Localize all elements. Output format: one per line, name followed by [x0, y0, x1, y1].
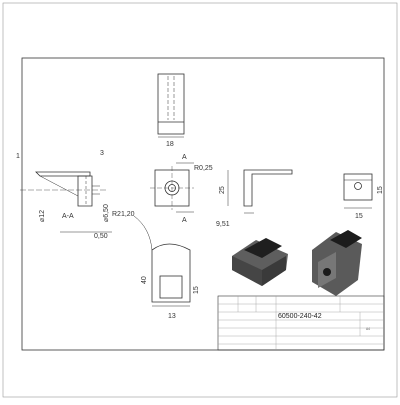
dim-height-slot: 15	[193, 286, 200, 294]
dim-depth-side: 15	[377, 186, 384, 194]
dim-height-bottom: 40	[141, 276, 148, 284]
sheet-size: A4	[366, 327, 370, 331]
dim-radius-large: R21,20	[112, 211, 135, 218]
bottom-view	[133, 215, 191, 307]
dim-dia-12: ⌀12	[39, 210, 46, 222]
outer-border	[2, 2, 398, 398]
dim-slot: 3	[100, 150, 104, 157]
dim-radius-small: R0,25	[194, 165, 213, 172]
section-view-aa	[20, 171, 112, 233]
dim-top-width: 18	[166, 141, 174, 148]
dim-wall: 0,50	[94, 233, 108, 240]
dim-offset: 9,51	[216, 221, 230, 228]
frame-border	[21, 57, 385, 351]
top-view	[157, 73, 185, 138]
section-marker-top: A	[182, 154, 187, 161]
render-3d-right	[312, 230, 362, 296]
dim-thickness: 1	[16, 153, 20, 160]
title-block: 60500-240-42 A4	[217, 295, 385, 351]
dim-width-bottom: 13	[168, 313, 176, 320]
render-3d-left	[232, 238, 288, 286]
side-view	[227, 169, 293, 214]
right-view	[343, 173, 373, 209]
section-label: A-A	[62, 213, 74, 220]
section-marker-bottom: A	[182, 217, 187, 224]
dim-depth-side-bottom: 15	[355, 213, 363, 220]
dim-height-front: 25	[219, 186, 226, 194]
part-number: 60500-240-42	[278, 313, 322, 320]
dim-dia-650: ⌀6,50	[103, 204, 110, 222]
front-view	[150, 162, 194, 213]
